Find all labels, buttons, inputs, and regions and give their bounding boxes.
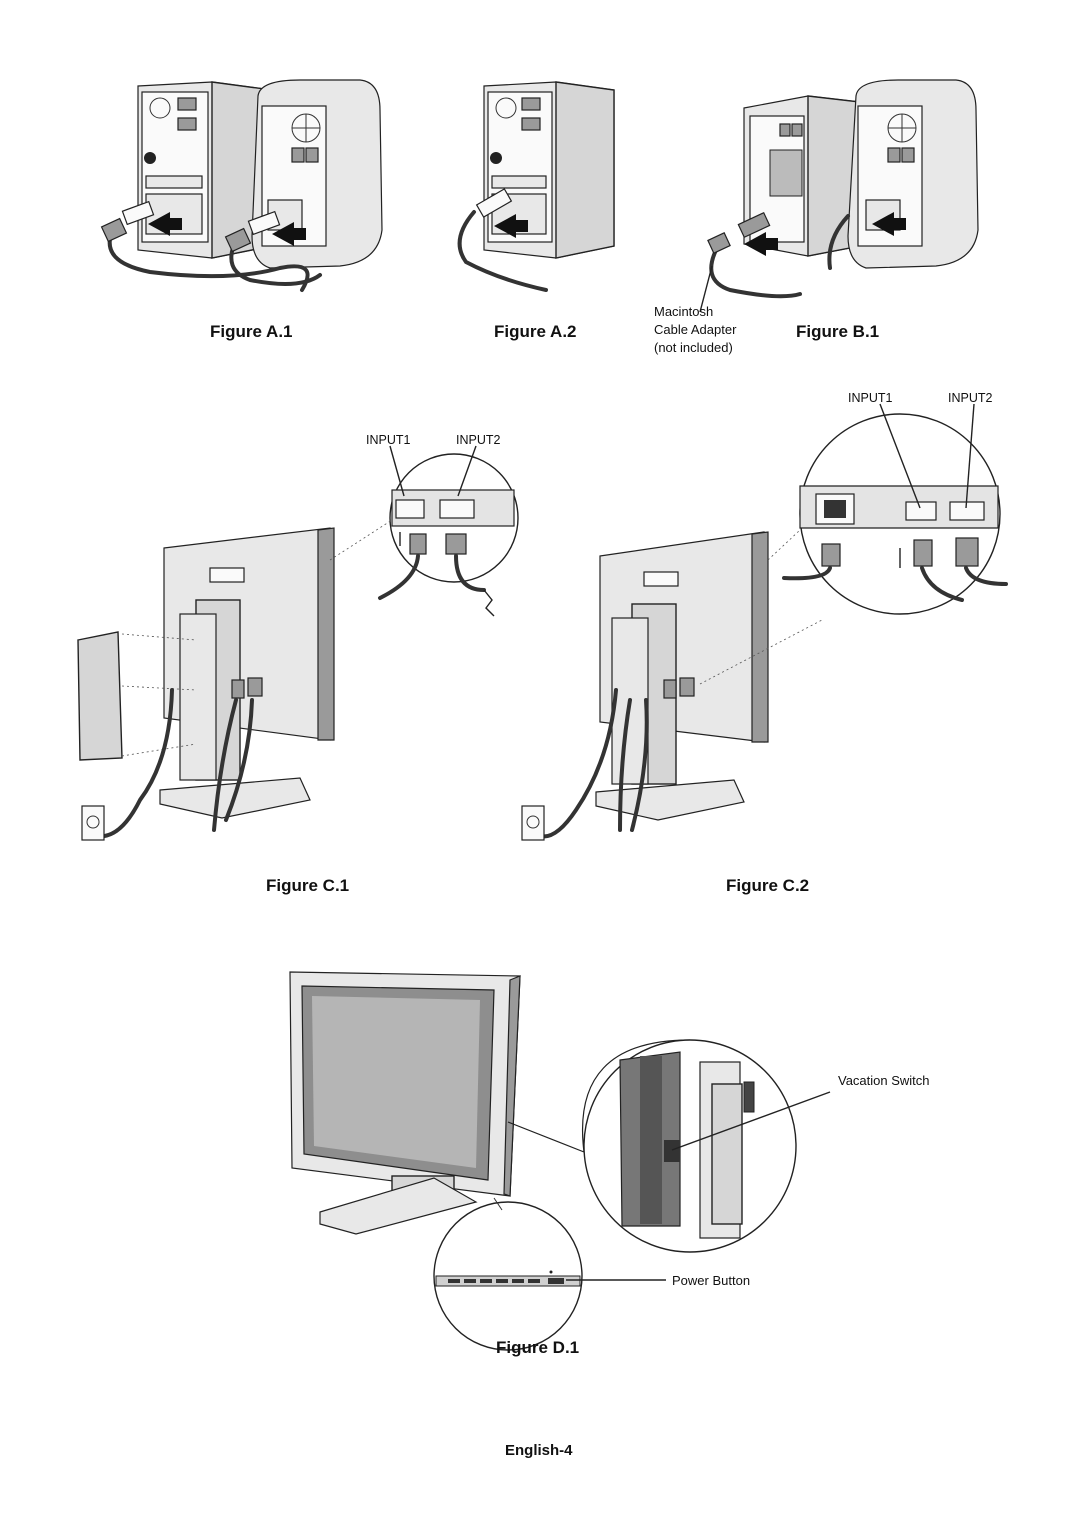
figure-c2-input1-label: INPUT1 <box>848 391 893 405</box>
figure-d1-power-button-label: Power Button <box>672 1273 751 1288</box>
figure-d1-vacation-switch-label: Vacation Switch <box>838 1073 930 1088</box>
figure-c2-title: Figure C.2 <box>726 876 810 895</box>
figure-b1-note-line3: (not included) <box>654 340 733 355</box>
figure-b1-note-line1: Macintosh <box>654 304 714 319</box>
figure-b1-note-line2: Cable Adapter <box>654 322 737 337</box>
figure-c1-input1-label: INPUT1 <box>366 433 411 447</box>
figure-b1-title: Figure B.1 <box>796 322 880 341</box>
figure-c1-title: Figure C.1 <box>266 876 350 895</box>
figure-c1-input2-label: INPUT2 <box>456 433 501 447</box>
figure-d1-title: Figure D.1 <box>496 1338 580 1357</box>
figure-c2-input2-label: INPUT2 <box>948 391 993 405</box>
page-number: English-4 <box>505 1442 573 1459</box>
figure-a1-title: Figure A.1 <box>210 322 293 341</box>
figure-a2-title: Figure A.2 <box>494 322 577 341</box>
